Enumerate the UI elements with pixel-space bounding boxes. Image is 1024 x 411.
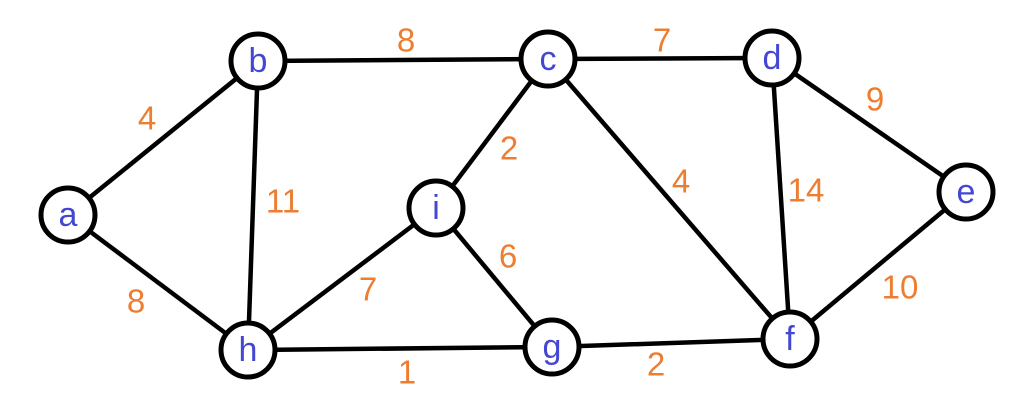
node-circle-c	[518, 29, 578, 89]
node-label-a: a	[59, 196, 78, 234]
edge-d-f	[769, 55, 793, 342]
node-circle-a	[38, 185, 98, 245]
edge-h-g	[245, 344, 555, 353]
edge-weight-c-f: 4	[672, 163, 690, 200]
node-label-h: h	[239, 331, 258, 369]
edge-weight-h-g: 1	[398, 354, 416, 391]
node-label-i: i	[432, 189, 440, 227]
edge-b-h	[245, 58, 261, 353]
edge-h-i	[245, 205, 439, 353]
edge-d-e	[769, 55, 969, 195]
edge-weight-c-i: 2	[500, 130, 518, 167]
edge-b-c	[255, 56, 551, 64]
nodes-layer: a b c d e f g h i	[38, 28, 996, 380]
edge-a-b	[65, 58, 261, 218]
node-a: a	[38, 185, 98, 245]
node-label-e: e	[957, 173, 976, 211]
node-e: e	[936, 162, 996, 222]
node-c: c	[518, 29, 578, 89]
edge-e-f	[787, 189, 969, 342]
node-label-f: f	[785, 320, 795, 358]
edge-a-h	[65, 212, 251, 353]
node-label-b: b	[249, 42, 268, 80]
edge-weight-i-g: 6	[499, 238, 517, 275]
node-label-d: d	[763, 39, 782, 77]
node-circle-g	[522, 317, 582, 377]
edge-weight-g-f: 2	[647, 346, 665, 383]
node-f: f	[760, 309, 820, 369]
node-d: d	[742, 28, 802, 88]
edge-weight-h-i: 7	[359, 271, 377, 308]
edge-weight-c-d: 7	[653, 22, 671, 59]
node-circle-f	[760, 309, 820, 369]
edge-weight-a-b: 4	[138, 100, 156, 137]
edges-layer	[65, 55, 969, 353]
edge-weight-b-h: 11	[266, 183, 300, 220]
edge-weight-a-h: 8	[127, 283, 145, 320]
node-circle-i	[406, 178, 466, 238]
edge-c-d	[545, 55, 775, 62]
node-i: i	[406, 178, 466, 238]
edge-c-f	[545, 56, 793, 342]
node-g: g	[522, 317, 582, 377]
edge-g-f	[549, 336, 793, 350]
edge-c-i	[433, 56, 551, 211]
edge-weight-e-f: 10	[882, 269, 919, 306]
edge-weight-d-f: 14	[788, 172, 825, 209]
node-h: h	[218, 320, 278, 380]
node-b: b	[228, 31, 288, 91]
edge-weight-d-e: 9	[866, 81, 884, 118]
edge-weights-layer: 4 8 8 11 7 2 4 9 14 10 7 6 1 2	[127, 22, 919, 391]
node-label-c: c	[540, 40, 557, 78]
node-circle-e	[936, 162, 996, 222]
node-circle-b	[228, 31, 288, 91]
node-label-g: g	[543, 328, 562, 366]
node-circle-d	[742, 28, 802, 88]
edge-i-g	[433, 205, 555, 350]
node-circle-h	[218, 320, 278, 380]
edge-weight-b-c: 8	[397, 22, 415, 59]
